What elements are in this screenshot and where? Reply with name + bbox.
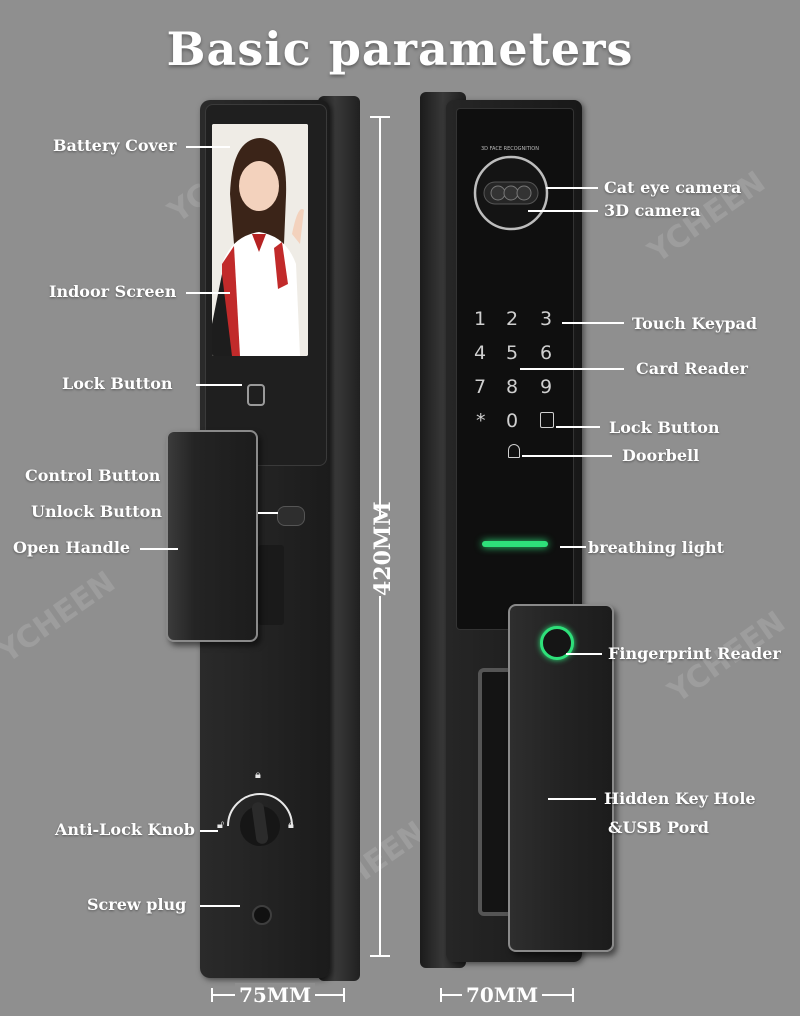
dim-tick	[343, 988, 345, 1002]
leader-line	[200, 830, 218, 832]
lock-button[interactable]	[247, 384, 265, 406]
leader-line	[196, 384, 242, 386]
leader-line	[566, 653, 602, 655]
key-2[interactable]: 2	[506, 308, 519, 330]
key-3[interactable]: 3	[540, 308, 553, 330]
height-dimension: 420MM	[368, 501, 396, 596]
width-right-dimension: 70MM	[462, 983, 543, 1007]
label-hidden-key-hole: Hidden Key Hole	[604, 789, 756, 808]
label-card-reader: Card Reader	[636, 359, 748, 378]
label-anti-lock-knob: Anti-Lock Knob	[55, 820, 195, 839]
key-7[interactable]: 7	[474, 376, 487, 398]
label-cat-eye-camera: Cat eye camera	[604, 178, 742, 197]
label-indoor-screen: Indoor Screen	[49, 282, 177, 301]
label-lock-button: Lock Button	[62, 374, 173, 393]
leader-line	[556, 426, 600, 428]
label-battery-cover: Battery Cover	[53, 136, 177, 155]
key-9[interactable]: 9	[540, 376, 553, 398]
key-star[interactable]: *	[476, 410, 486, 432]
unlock-button[interactable]	[277, 506, 305, 526]
lock-icon: 🔒︎	[255, 768, 261, 781]
label-screw-plug: Screw plug	[87, 895, 187, 914]
indoor-screen	[212, 124, 308, 356]
watermark: YCHEEN	[0, 564, 122, 671]
handle-hinge	[258, 545, 284, 625]
dim-tick	[572, 988, 574, 1002]
leader-line	[186, 292, 230, 294]
leader-line	[200, 905, 240, 907]
page-title: Basic parameters	[166, 22, 634, 76]
width-left-dimension: 75MM	[235, 983, 316, 1007]
label-usb-port: &USB Pord	[608, 818, 709, 837]
portrait-image	[212, 124, 308, 356]
leader-line	[186, 146, 230, 148]
leader-line	[140, 548, 178, 550]
leader-line	[560, 546, 586, 548]
label-control-button: Control Button	[25, 466, 161, 485]
keypad-lock-icon[interactable]	[540, 412, 554, 428]
leader-line	[528, 210, 598, 212]
breathing-light	[482, 541, 548, 547]
label-unlock-button: Unlock Button	[31, 502, 162, 521]
lock-icon: 🔒︎	[288, 818, 294, 831]
screw-plug	[252, 905, 272, 925]
leader-line	[562, 322, 624, 324]
key-8[interactable]: 8	[506, 376, 519, 398]
face-recognition-text: 3D FACE RECOGNITION	[481, 146, 539, 152]
key-5[interactable]: 5	[506, 342, 519, 364]
label-fingerprint-reader: Fingerprint Reader	[608, 644, 781, 663]
label-3d-camera: 3D camera	[604, 201, 701, 220]
label-lock-button-outdoor: Lock Button	[609, 418, 720, 437]
dim-tick-bottom	[370, 955, 390, 957]
label-open-handle: Open Handle	[13, 538, 131, 557]
leader-line	[522, 455, 612, 457]
anti-lock-knob[interactable]	[222, 776, 298, 852]
leader-line	[520, 368, 624, 370]
leader-line	[258, 512, 278, 514]
key-1[interactable]: 1	[474, 308, 487, 330]
unlock-icon: 🔓︎	[217, 818, 225, 831]
camera-module	[472, 138, 550, 248]
key-4[interactable]: 4	[474, 342, 487, 364]
label-breathing-light: breathing light	[588, 538, 725, 557]
leader-line	[548, 798, 596, 800]
leader-line	[546, 187, 598, 189]
outdoor-handle[interactable]	[508, 604, 614, 952]
label-touch-keypad: Touch Keypad	[632, 314, 758, 333]
doorbell-icon[interactable]	[508, 444, 520, 458]
open-handle[interactable]	[166, 430, 258, 642]
label-doorbell: Doorbell	[622, 446, 700, 465]
key-6[interactable]: 6	[540, 342, 553, 364]
key-0[interactable]: 0	[506, 410, 519, 432]
